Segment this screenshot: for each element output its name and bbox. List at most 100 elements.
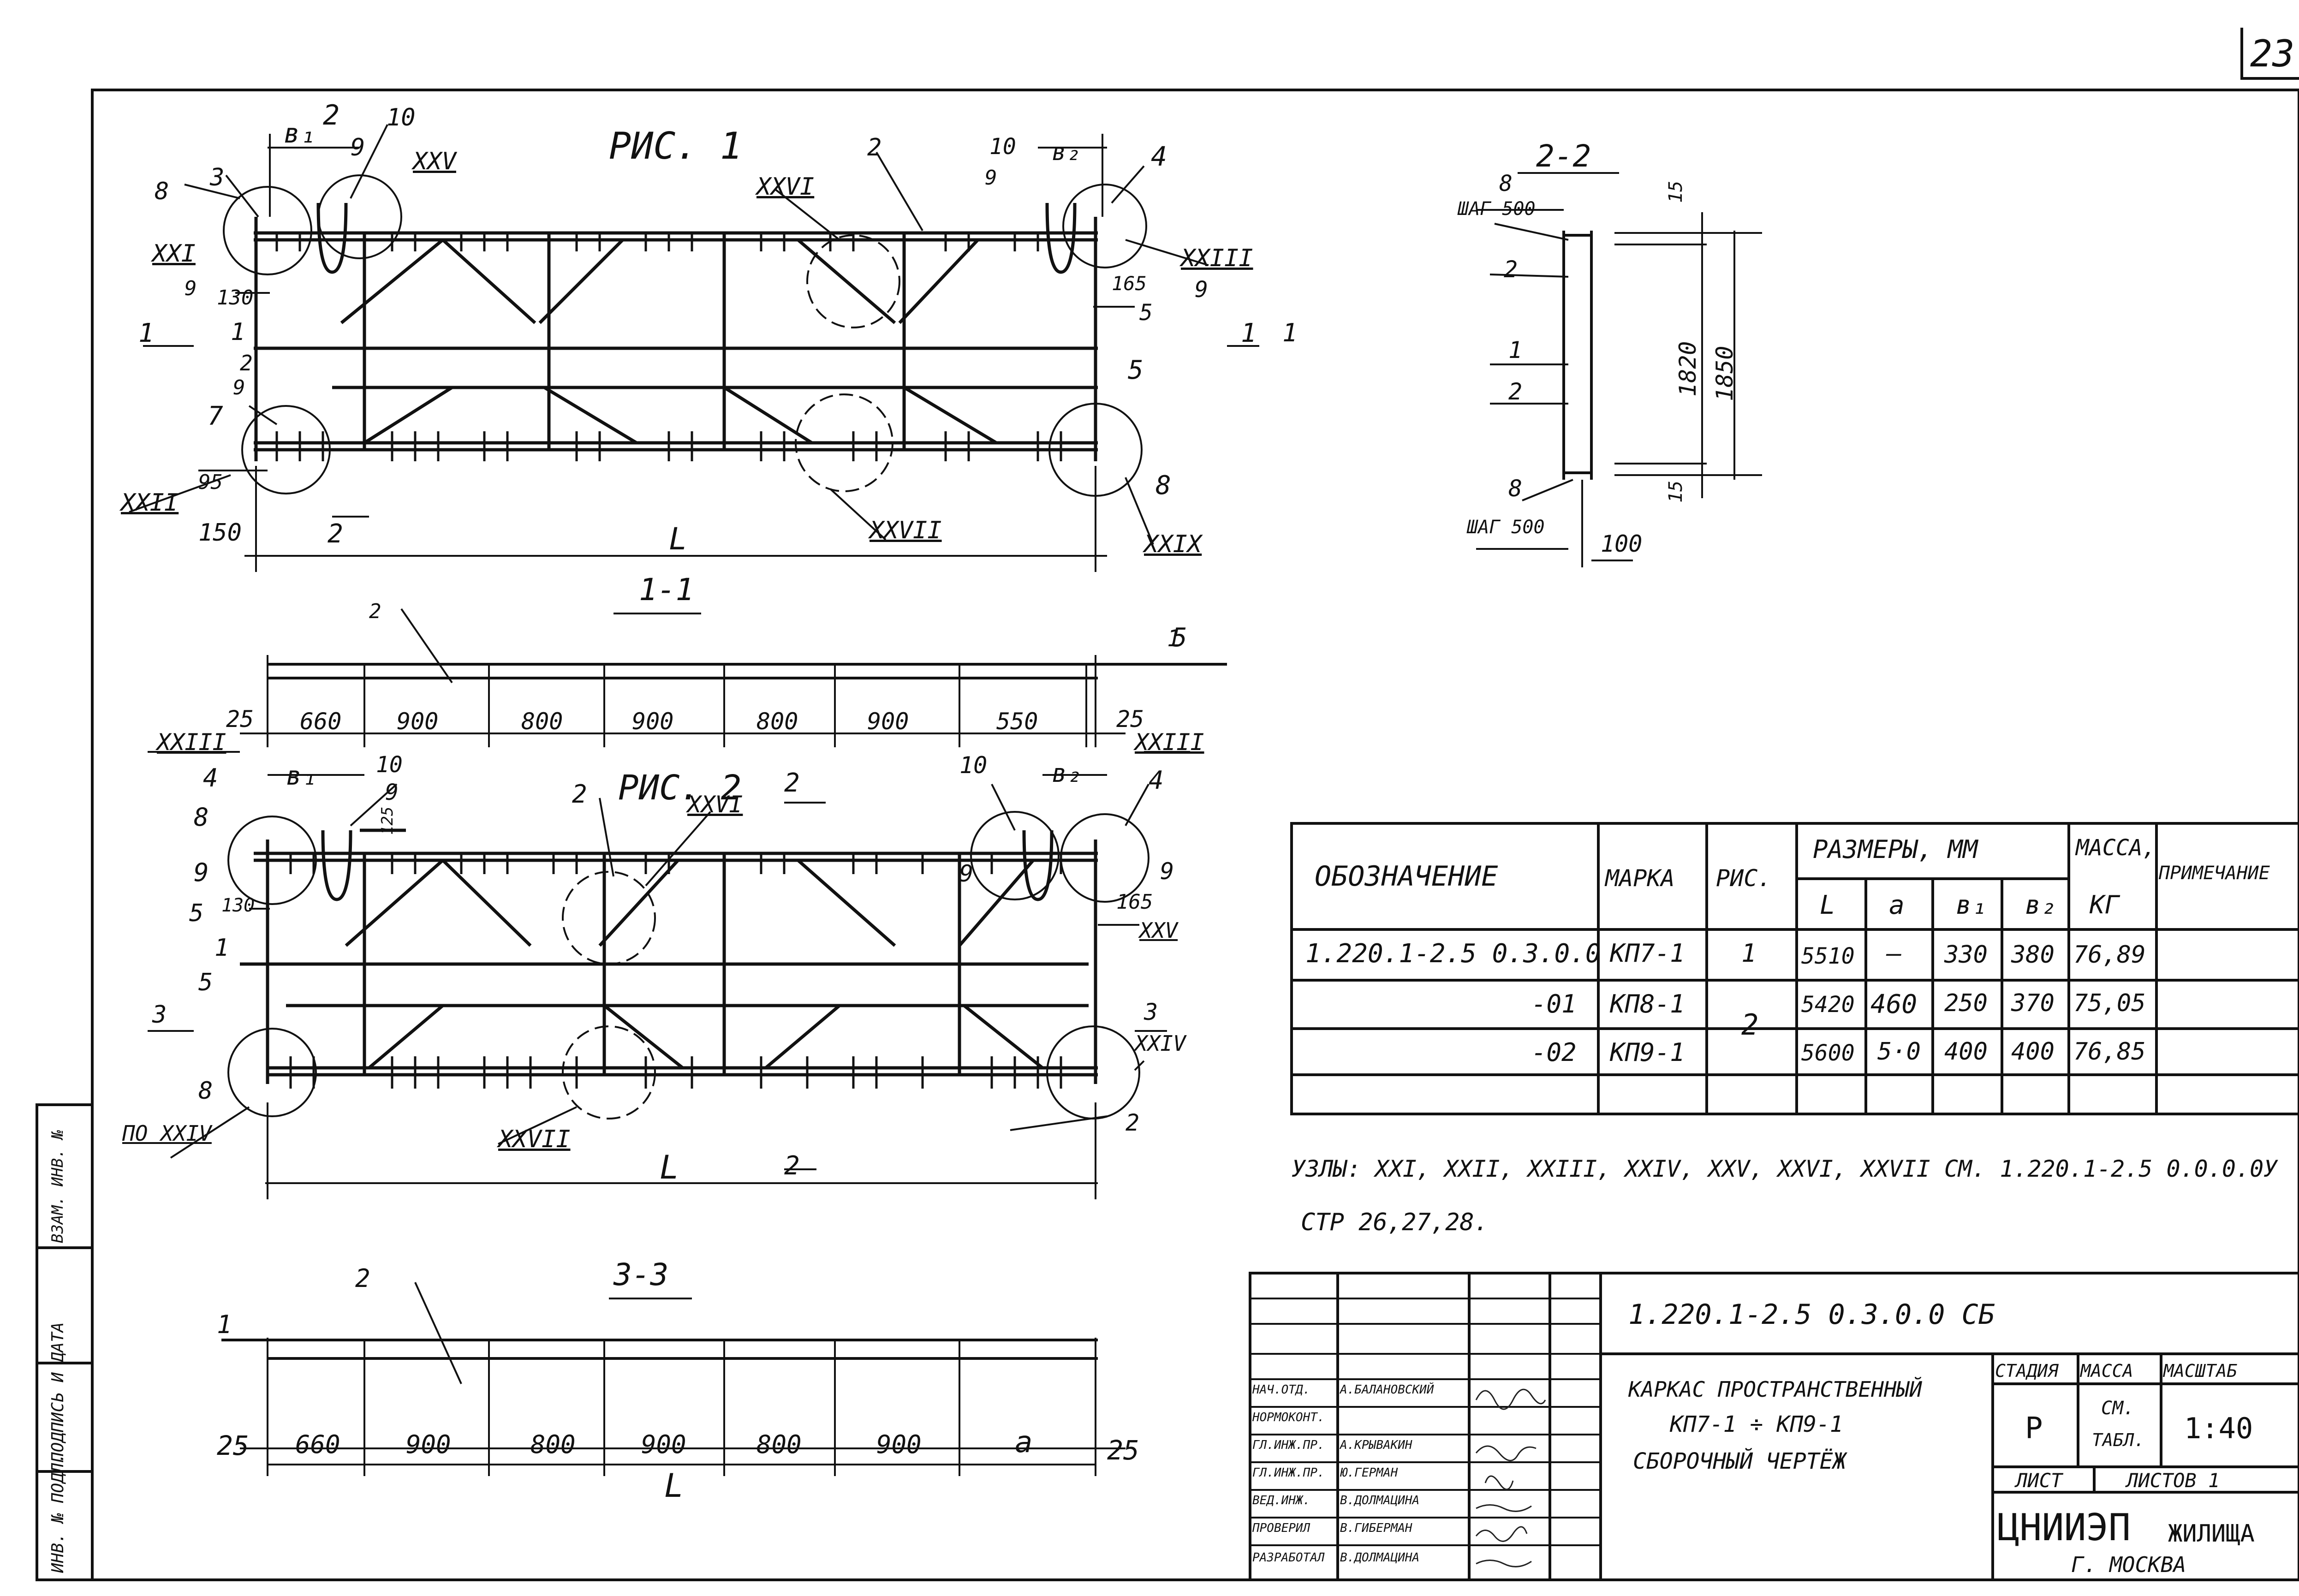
fig2-callout-5b: 5 — [198, 969, 213, 996]
fig1-callout-2a: 2 — [323, 99, 340, 131]
stamp-role-6: ПРОВЕРИЛ — [1252, 1521, 1310, 1535]
title-block-grid — [1249, 1272, 2299, 1581]
stamp-role-2: НОРМОКОНТ. — [1252, 1411, 1325, 1424]
s33-dim-5: 800 — [756, 1430, 802, 1459]
fig1-callout-2b: 2 — [240, 351, 253, 375]
notes-line1: УЗЛЫ: XXI, XXII, XXIII, XXIV, XXV, XXVI,… — [1292, 1155, 2278, 1182]
fig2-callout-xxiii-right: XXIII — [1135, 729, 1204, 756]
s33-dim-a: а — [1015, 1425, 1033, 1459]
s11-label-25b: 25 — [1116, 706, 1144, 732]
fig2-callout-2-top: 2 — [784, 768, 800, 798]
fig1-callout-2c: 2 — [328, 519, 343, 549]
fig1-callout-8b: 8 — [1155, 470, 1171, 500]
fig1-callout-1: 1 — [231, 318, 245, 346]
stamp-name-1: А.БАЛАНОВСКИЙ — [1340, 1383, 1434, 1397]
fig1-callout-9e: 9 — [1195, 277, 1208, 303]
spec-row1-fig: 1 — [1741, 939, 1757, 968]
stamp-title-line2: КП7-1 ÷ КП9-1 — [1670, 1411, 1843, 1437]
fig2-callout-9b: 9 — [194, 858, 209, 887]
stamp-role-7: РАЗРАБОТАЛ — [1252, 1551, 1325, 1565]
spec-table-grid — [1290, 822, 2299, 1115]
s33-dim-1: 660 — [295, 1430, 340, 1459]
fig1-title: РИС. 1 — [609, 125, 742, 167]
fig2-callout-4-right: 4 — [1149, 766, 1164, 795]
side-stamp-vzam-inv: ВЗАМ. ИНВ. № — [48, 1130, 67, 1243]
stamp-role-4: ГЛ.ИНЖ.ПР. — [1252, 1466, 1325, 1480]
spec-row2-b1: 250 — [1944, 989, 1988, 1017]
spec-row3-mass: 76,85 — [2073, 1038, 2146, 1066]
spec-header-b1: в₁ — [1956, 890, 1987, 920]
spec-header-note: ПРИМЕЧАНИЕ — [2159, 863, 2270, 884]
fig1-callout-1b: 1 — [1282, 318, 1298, 347]
stamp-stage-header: СТАДИЯ — [1995, 1361, 2059, 1381]
sheet-frame — [91, 89, 2299, 1581]
stamp-name-5: В.ДОЛМАЦИНА — [1340, 1494, 1420, 1507]
fig1-callout-L: L — [669, 521, 687, 557]
stamp-scale-value: 1:40 — [2184, 1411, 2253, 1445]
signature-1 — [1475, 1388, 1546, 1410]
fig2-callout-po-xxiv: ПО XXIV — [122, 1121, 212, 1146]
spec-row2-a: 460 — [1870, 989, 1918, 1019]
s11-label-1: 1 — [1167, 625, 1181, 652]
stamp-role-3: ГЛ.ИНЖ.ПР. — [1252, 1438, 1325, 1452]
fig1-callout-9c: 9 — [233, 376, 245, 399]
fig2-callout-9-left: 9 — [385, 780, 399, 805]
fig1-callout-xxv: XXV — [413, 148, 456, 175]
fig2-callout-165: 165 — [1116, 890, 1153, 914]
spec-row1-b1: 330 — [1944, 941, 1988, 969]
fig1-section-mark-left: 1 — [138, 318, 154, 348]
fig2-callout-2-bottom: 2 — [784, 1151, 800, 1181]
fig2-section-mark-3-right: 3 — [1144, 999, 1158, 1025]
fig1-callout-b2: в₂ — [1052, 138, 1081, 166]
stamp-stage-value: Р — [2025, 1411, 2043, 1446]
stamp-scale-header: МАСШТАБ — [2163, 1361, 2238, 1381]
fig2-callout-b1: в₁ — [286, 761, 317, 791]
fig1-callout-130: 130 — [217, 286, 254, 310]
s33-dim-2: 900 — [406, 1430, 451, 1459]
stamp-name-6: В.ГИБЕРМАН — [1340, 1521, 1412, 1535]
side-stamp-inv-podl: ИНВ. № ПОДЛ. — [48, 1453, 67, 1573]
s11-dim-7: 550 — [996, 708, 1038, 735]
fig2-callout-xxiv: XXIV — [1135, 1031, 1186, 1056]
s33-label-L: L — [664, 1467, 684, 1505]
stamp-role-5: ВЕД.ИНЖ. — [1252, 1494, 1310, 1507]
s22-label-2b: 2 — [1508, 378, 1523, 405]
sheet-number-box — [2240, 28, 2299, 80]
fig1-callout-7: 7 — [208, 401, 223, 431]
s11-dim-3: 800 — [521, 708, 563, 735]
spec-row3-L: 5600 — [1801, 1040, 1855, 1066]
fig1-section-mark-right: 1 — [1241, 318, 1257, 348]
fig2-callout-10-right: 10 — [959, 752, 988, 779]
section33-title: 3-3 — [613, 1257, 669, 1292]
stamp-mass-line1: СМ. — [2101, 1398, 2135, 1419]
fig2-callout-9c: 9 — [959, 860, 974, 887]
spec-header-sizes: РАЗМЕРЫ, ММ — [1813, 835, 1978, 864]
fig1-callout-95: 95 — [198, 470, 223, 494]
fig1-callout-b1: в₁ — [284, 118, 316, 149]
fig2-callout-10-left: 10 — [376, 752, 403, 778]
s22-label-100: 100 — [1601, 530, 1643, 557]
s33-dim-6: 900 — [876, 1430, 922, 1459]
s11-label-25a: 25 — [226, 706, 254, 732]
stamp-name-7: В.ДОЛМАЦИНА — [1340, 1551, 1420, 1565]
signature-3 — [1475, 1445, 1537, 1461]
s11-dim-2: 900 — [397, 708, 439, 735]
stamp-sheets-label: ЛИСТОВ 1 — [2126, 1469, 2220, 1492]
stamp-name-3: А.КРЫВАКИН — [1340, 1438, 1412, 1452]
fig2-callout-2-right: 2 — [1126, 1109, 1140, 1136]
section22-drawing — [1476, 172, 1762, 567]
fig1-callout-xxiii: XXIII — [1181, 244, 1253, 272]
notes-line2: СТР 26,27,28. — [1301, 1209, 1489, 1236]
fig1-callout-1c: 5 — [1172, 623, 1187, 653]
spec-row1-designation: 1.220.1-2.5 0.3.0.0 — [1305, 939, 1601, 969]
s33-dim-3: 800 — [530, 1430, 576, 1459]
spec-row2-designation: -01 — [1531, 989, 1577, 1018]
stamp-org-city: Г. МОСКВА — [2071, 1552, 2186, 1577]
s33-label-2: 2 — [355, 1264, 370, 1293]
stamp-doc-code: 1.220.1-2.5 0.3.0.0 СБ — [1628, 1298, 1995, 1331]
spec-row3-a: 5·0 — [1877, 1038, 1921, 1066]
signature-5 — [1476, 1504, 1532, 1512]
stamp-name-4: Ю.ГЕРМАН — [1340, 1466, 1398, 1480]
